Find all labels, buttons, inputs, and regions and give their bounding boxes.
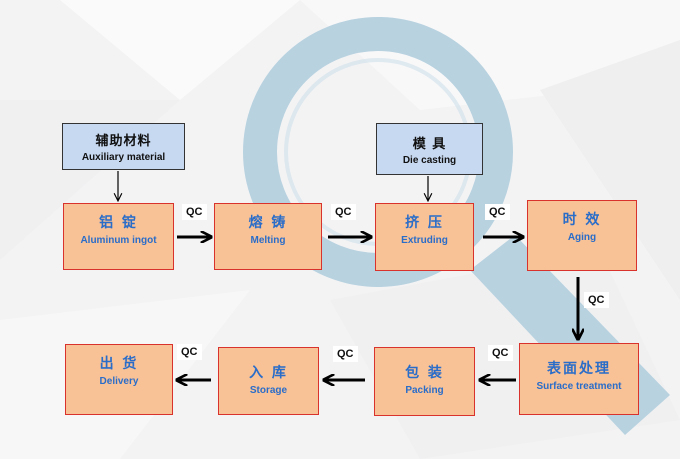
input-label-en: Auxiliary material (81, 152, 166, 163)
input-label-en: Die casting (402, 154, 457, 166)
step-label-zh: 熔 铸 (248, 215, 288, 231)
step-box-delivery: 出 货 Delivery (65, 344, 173, 415)
step-label-en: Packing (405, 385, 444, 396)
step-label-zh: 入 库 (249, 365, 288, 381)
qc-label-ingot-melting: QC (182, 204, 207, 220)
qc-label-storage-delivery: QC (177, 344, 202, 360)
input-label-zh: 辅助材料 (95, 134, 152, 149)
step-box-storage: 入 库 Storage (218, 347, 319, 415)
step-box-aging: 时 效 Aging (527, 200, 637, 271)
step-box-extruding: 挤 压 Extruding (375, 203, 474, 271)
qc-label-surface-packing: QC (488, 345, 513, 361)
step-label-zh: 出 货 (99, 356, 139, 372)
step-label-zh: 铝 锭 (99, 215, 138, 231)
input-box-auxiliary-material: 辅助材料 Auxiliary material (62, 123, 185, 170)
step-label-zh: 时 效 (562, 212, 602, 228)
step-box-aluminum-ingot: 铝 锭 Aluminum ingot (63, 203, 174, 270)
input-label-zh: 模 具 (412, 136, 447, 152)
step-box-melting: 熔 铸 Melting (214, 203, 322, 270)
step-label-en: Extruding (401, 235, 448, 246)
qc-label-packing-storage: QC (333, 346, 358, 362)
step-box-surface-treatment: 表面处理 Surface treatment (519, 343, 639, 415)
step-label-en: Aluminum ingot (80, 235, 157, 246)
step-label-zh: 表面处理 (547, 361, 611, 377)
step-label-en: Surface treatment (536, 381, 622, 392)
bg-facet (540, 40, 680, 300)
step-box-packing: 包 装 Packing (374, 347, 475, 416)
step-label-en: Storage (249, 385, 288, 396)
step-label-zh: 挤 压 (405, 215, 444, 231)
step-label-en: Delivery (99, 376, 139, 387)
bg-facet (60, 0, 300, 100)
qc-label-extruding-aging: QC (485, 204, 510, 220)
input-box-die-casting: 模 具 Die casting (376, 123, 483, 175)
step-label-zh: 包 装 (405, 365, 444, 381)
qc-label-melting-extruding: QC (331, 204, 356, 220)
step-label-en: Aging (567, 232, 597, 243)
step-label-en: Melting (250, 235, 286, 246)
qc-label-aging-surface: QC (584, 292, 609, 308)
